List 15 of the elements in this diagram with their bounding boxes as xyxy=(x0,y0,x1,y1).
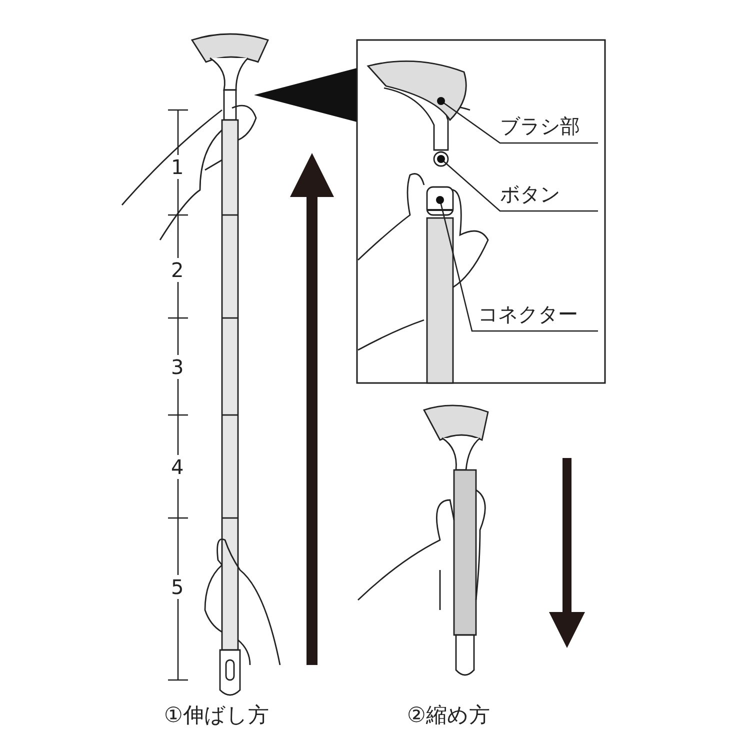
callout-label: コネクター xyxy=(478,304,598,332)
dimension-number: 3 xyxy=(171,355,184,379)
leader-line xyxy=(437,155,598,212)
callout-label: ボタン xyxy=(500,184,598,212)
caption-text: ②縮め方 xyxy=(407,705,490,726)
button xyxy=(433,151,449,167)
dimension-number: 1 xyxy=(171,155,184,179)
dimension-number: 2 xyxy=(171,258,184,282)
caption-text: ①伸ばし方 xyxy=(164,705,269,726)
leader-line xyxy=(436,196,598,332)
leader-line xyxy=(437,97,598,144)
dimension-number: 4 xyxy=(171,455,184,479)
dimension-number: 5 xyxy=(171,575,184,599)
callout-label: ブラシ部 xyxy=(500,116,598,144)
connector-ring xyxy=(426,186,454,216)
